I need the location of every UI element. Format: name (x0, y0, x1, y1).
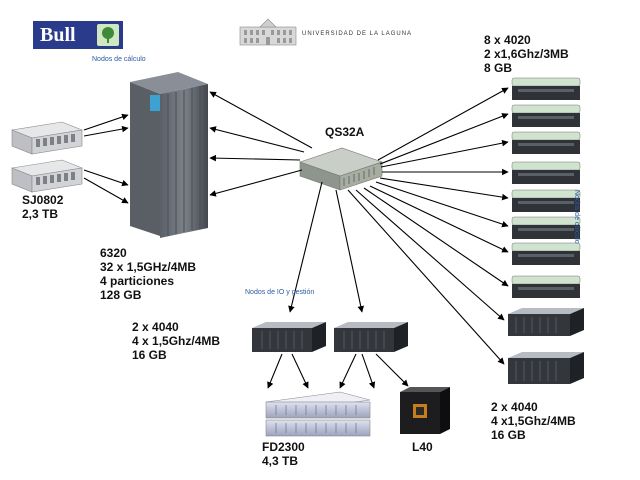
university-name: UNIVERSIDAD DE LA LAGUNA (302, 31, 413, 37)
io-nodes-4040-icons (252, 322, 408, 352)
server-6320-rack-icon (130, 72, 208, 238)
nodes-4040-right-label: 2 x 4040 4 x1,5Ghz/4MB 16 GB (491, 400, 576, 442)
bull-logo-text: Bull (40, 24, 76, 46)
l40-tape-library-icon (400, 387, 450, 434)
caption-compute-nodes-left: Nodos de cálculo (92, 56, 146, 63)
nodes-4040-right-memory: 16 GB (491, 428, 526, 442)
sj0802-capacity: 2,3 TB (22, 207, 59, 221)
nodes-4020-label: 8 x 4020 2 x1,6Ghz/3MB 8 GB (484, 33, 569, 75)
io-4040-count: 2 x 4040 (132, 320, 179, 334)
nodes-4040-right-cpus: 4 x1,5Ghz/4MB (491, 414, 576, 428)
qs32a-label: QS32A (325, 125, 365, 139)
server-6320-model: 6320 (100, 246, 127, 260)
io-4040-cpus: 4 x 1,5Ghz/4MB (132, 334, 221, 348)
bull-logo: Bull (33, 21, 123, 49)
nodes-4040-right-count: 2 x 4040 (491, 400, 538, 414)
fd2300-label: FD2300 4,3 TB (262, 440, 305, 468)
fd2300-capacity: 4,3 TB (262, 454, 299, 468)
fd2300-storage-icon (265, 391, 371, 437)
server-6320-label: 6320 32 x 1,5GHz/4MB 4 particiones 128 G… (100, 246, 196, 302)
compute-nodes-4020-icons (511, 77, 581, 298)
bull-tree-icon (97, 24, 119, 46)
sj0802-name: SJ0802 (22, 193, 64, 207)
server-6320-partitions: 4 particiones (100, 274, 175, 288)
qs32a-switch-icon (299, 147, 383, 191)
server-6320-memory: 128 GB (100, 288, 142, 302)
io-4040-memory: 16 GB (132, 348, 167, 362)
l40-label: L40 (412, 440, 433, 454)
caption-io-nodes: Nodos de IO y gestión (245, 289, 315, 296)
io-4040-label: 2 x 4040 4 x 1,5Ghz/4MB 16 GB (132, 320, 220, 362)
nodes-4020-cpus: 2 x1,6Ghz/3MB (484, 47, 569, 61)
connection-arrows (83, 87, 509, 389)
university-building-icon (239, 18, 297, 46)
nodes-4020-memory: 8 GB (484, 61, 513, 75)
server-6320-cpus: 32 x 1,5GHz/4MB (100, 260, 197, 274)
compute-nodes-4040-icons (508, 308, 584, 384)
fd2300-name: FD2300 (262, 440, 305, 454)
caption-compute-nodes-right: Nodos de cálculo (573, 190, 580, 244)
sj0802-label: SJ0802 2,3 TB (22, 193, 63, 221)
university-logo: UNIVERSIDAD DE LA LAGUNA (238, 17, 438, 47)
nodes-4020-count: 8 x 4020 (484, 33, 531, 47)
sj0802-storage-icon (10, 121, 84, 193)
